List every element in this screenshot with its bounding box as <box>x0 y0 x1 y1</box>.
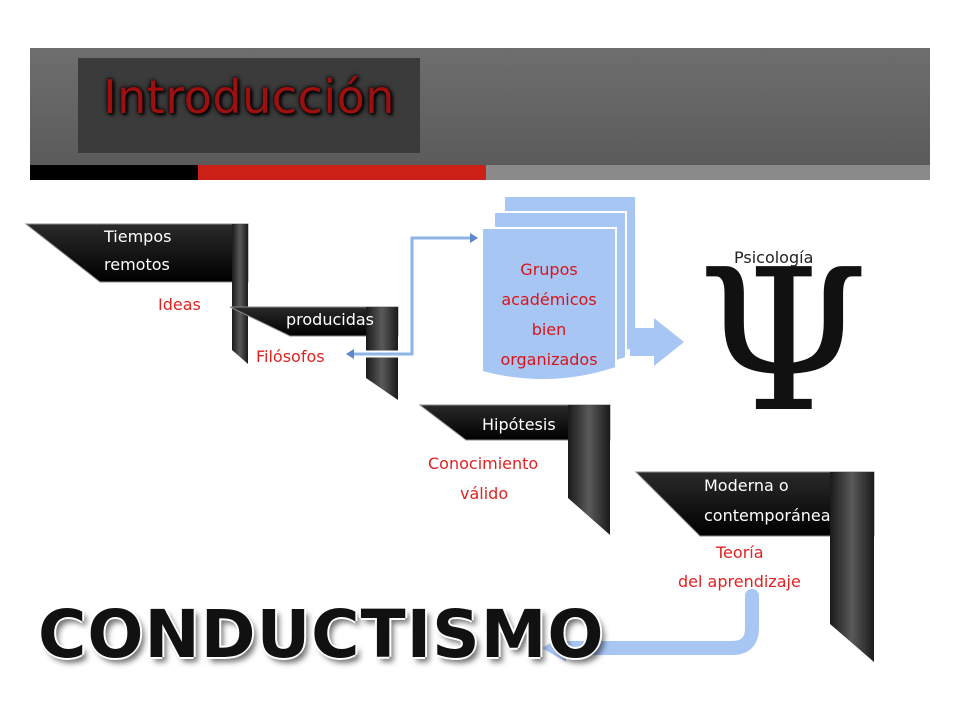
step1-note: Ideas <box>158 295 201 314</box>
doc-line-4: organizados <box>500 350 598 369</box>
connector-arrow <box>346 233 478 359</box>
doc-line-3: bien <box>531 320 567 339</box>
step3-note-line2: válido <box>460 484 509 503</box>
step-shape-1 <box>24 223 249 364</box>
step4-note-line1: Teoría <box>716 543 764 562</box>
psi-symbol-icon: Ψ <box>697 228 869 456</box>
page-title: Introducción <box>103 70 395 124</box>
step2-note: Filósofos <box>256 347 325 366</box>
step1-title-line1: Tiempos <box>104 227 172 246</box>
doc-line-1: Grupos <box>520 260 578 279</box>
step4-title-line2: contemporánea <box>704 506 831 525</box>
header-stripe-red <box>198 165 486 180</box>
step-shape-4 <box>634 471 875 662</box>
document-stack-text: Grupos académicos bien organizados <box>480 255 618 375</box>
step3-title: Hipótesis <box>482 415 556 434</box>
psychology-label: Psicología <box>734 248 814 267</box>
step4-title-line1: Moderna o <box>704 476 789 495</box>
main-title: CONDUCTISMO <box>38 596 605 673</box>
step2-title: producidas <box>286 310 375 329</box>
step-shape-3 <box>418 404 611 535</box>
step3-note-line1: Conocimiento <box>428 454 539 473</box>
arrow-to-psychology <box>630 318 684 366</box>
step1-title-line2: remotos <box>104 255 170 274</box>
step4-note-line2: del aprendizaje <box>678 572 801 591</box>
title-box <box>78 58 420 153</box>
return-arrow <box>542 589 759 662</box>
header-stripe-grey <box>486 165 930 180</box>
document-stack <box>481 195 637 382</box>
doc-line-2: académicos <box>501 290 597 309</box>
header-stripe-black <box>30 165 198 180</box>
